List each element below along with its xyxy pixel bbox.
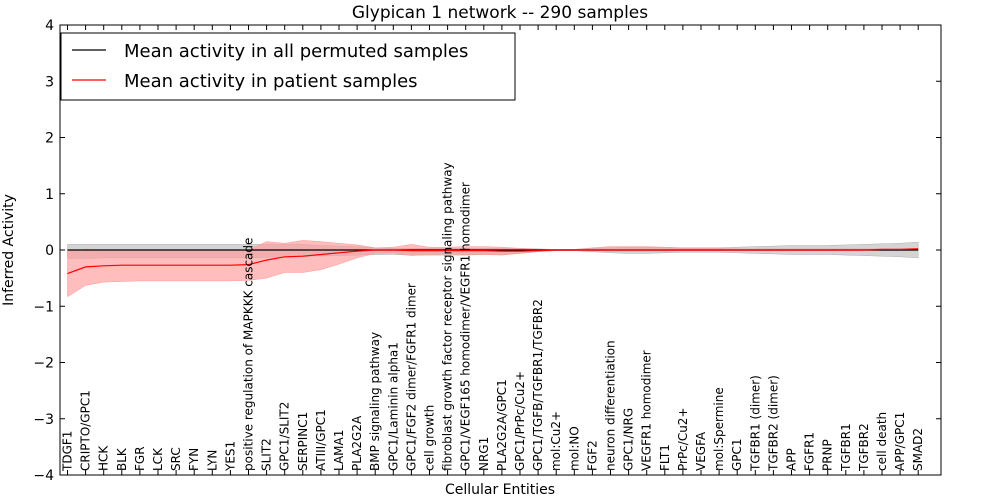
x-tick-label: TGFBR1 — [839, 423, 853, 472]
x-tick-label: SLIT2 — [260, 438, 274, 471]
x-tick-label: GPC1/NRG — [622, 408, 636, 471]
legend-label-permuted: Mean activity in all permuted samples — [124, 41, 468, 62]
x-tick-label: mol:NO — [567, 426, 581, 471]
x-tick-label: BMP signaling pathway — [368, 332, 382, 471]
x-tick-label: GPC1/SLIT2 — [278, 402, 292, 471]
y-tick-label: −2 — [33, 356, 54, 372]
y-tick-label: 1 — [45, 187, 54, 203]
x-tick-label: TGFBR1 (dimer) — [748, 375, 762, 472]
x-tick-label: SERPINC1 — [296, 412, 310, 471]
series-lines — [67, 248, 919, 275]
x-tick-label: neuron differentiation — [604, 340, 618, 471]
x-tick-label: GPC1/Laminin alpha1 — [386, 342, 400, 471]
y-tick-label: −4 — [33, 468, 54, 484]
x-tick-label: GPC1/PrPc/Cu2+ — [513, 371, 527, 471]
y-tick-label: 4 — [45, 18, 54, 34]
legend-box — [60, 32, 516, 101]
x-tick-label: FGFR1 — [803, 432, 817, 471]
x-tick-label: GPC1/TGFB/TGFBR1/TGFBR2 — [531, 299, 545, 471]
x-tick-label: GPC1 — [730, 438, 744, 471]
x-tick-label: TDGF1 — [61, 431, 75, 472]
x-tick-label: VEGFA — [694, 431, 708, 471]
y-tick-label: 2 — [45, 131, 54, 147]
x-tick-label: VEGFR1 homodimer — [640, 350, 654, 471]
confidence-bands — [67, 240, 919, 298]
x-tick-label: SMAD2 — [911, 428, 925, 471]
x-tick-label: LCK — [151, 447, 165, 471]
x-tick-label: NRG1 — [477, 437, 491, 471]
x-tick-label: TGFBR2 — [857, 423, 871, 472]
legend-label-patient: Mean activity in patient samples — [124, 71, 418, 92]
y-axis-label: Inferred Activity — [1, 194, 17, 306]
x-tick-label: HCK — [97, 445, 111, 471]
x-tick-label: cell growth — [423, 405, 437, 471]
y-tick-label: 3 — [45, 74, 54, 90]
y-tick-label: 0 — [45, 243, 54, 259]
x-tick-label: fibroblast growth factor receptor signal… — [441, 162, 455, 471]
x-axis-label: Cellular Entities — [445, 482, 555, 498]
x-tick-label: TGFBR2 (dimer) — [766, 375, 780, 472]
x-tick-label: YES1 — [223, 441, 237, 472]
x-tick-label: FGR — [133, 446, 147, 471]
x-tick-label: LAMA1 — [332, 430, 346, 471]
series-line-1 — [67, 248, 919, 275]
x-tick-label: FLT1 — [658, 444, 672, 471]
x-tick-label: FGF2 — [585, 440, 599, 471]
y-axis: −4 −3 −2 −1 0 1 2 3 4 — [33, 18, 941, 484]
x-tick-label: FYN — [187, 448, 201, 471]
x-tick-label: PrPc/Cu2+ — [676, 407, 690, 471]
x-tick-label: APP/GPC1 — [893, 412, 907, 471]
x-tick-label: ATIII/GPC1 — [314, 409, 328, 471]
x-tick-label: cell death — [875, 412, 889, 471]
y-tick-label: −1 — [33, 299, 54, 315]
x-tick-label: PLA2G2A/GPC1 — [495, 379, 509, 471]
x-tick-label: mol:Cu2+ — [549, 411, 563, 471]
chart-title: Glypican 1 network -- 290 samples — [352, 3, 648, 23]
x-tick-label: CRIPTO/GPC1 — [79, 390, 93, 471]
x-tick-label: SRC — [169, 447, 183, 471]
y-tick-label: −3 — [33, 412, 54, 428]
x-tick-label: mol:Spermine — [712, 387, 726, 471]
legend: Mean activity in all permuted samples Me… — [60, 32, 516, 101]
x-tick-label: PRNP — [821, 439, 835, 471]
x-tick-label: positive regulation of MAPKKK cascade — [242, 238, 256, 471]
x-tick-label: BLK — [115, 447, 129, 471]
x-tick-label: PLA2G2A — [350, 415, 364, 471]
x-tick-label: APP — [785, 448, 799, 471]
x-tick-label: GPC1/FGF2 dimer/FGFR1 dimer — [404, 283, 418, 471]
x-tick-label: LYN — [205, 450, 219, 471]
x-tick-label: GPC1/VEGF165 homodimer/VEGFR1 homodimer — [459, 182, 473, 471]
